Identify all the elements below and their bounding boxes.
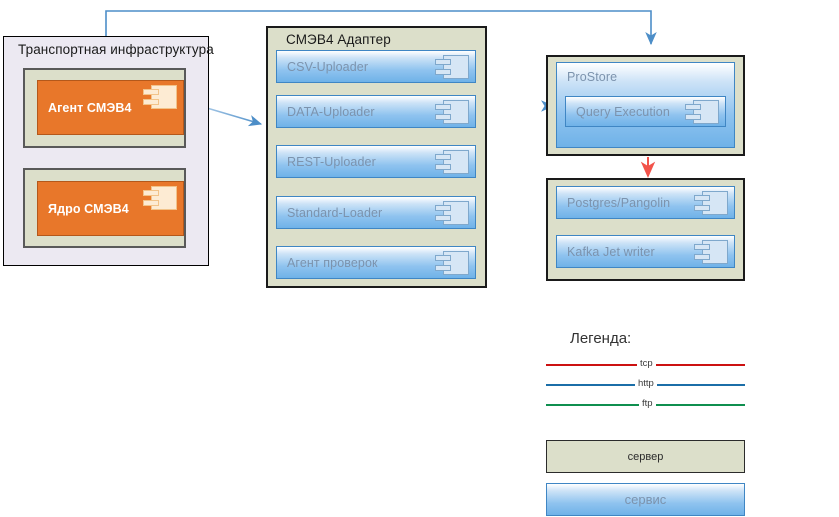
- legend-box-server: сервер: [546, 440, 745, 473]
- component-query-execution[interactable]: Query Execution: [565, 96, 726, 127]
- component-agent-smev4[interactable]: Агент СМЭВ4: [37, 80, 184, 135]
- uml-component-icon: [694, 191, 728, 215]
- component-rest-uploader[interactable]: REST-Uploader: [276, 145, 476, 178]
- legend-box-service: сервис: [546, 483, 745, 516]
- component-prostore-label: ProStore: [567, 70, 618, 84]
- component-data-uploader-label: DATA-Uploader: [287, 104, 375, 119]
- legend-line-ftp-label: ftp: [639, 399, 656, 409]
- legend-title: Легенда:: [570, 330, 632, 347]
- uml-component-icon: [694, 240, 728, 264]
- uml-component-icon: [143, 186, 177, 210]
- component-kafka-jet-writer[interactable]: Kafka Jet writer: [556, 235, 735, 268]
- component-data-uploader[interactable]: DATA-Uploader: [276, 95, 476, 128]
- uml-component-icon: [435, 100, 469, 124]
- component-standard-loader-label: Standard-Loader: [287, 205, 383, 220]
- component-rest-uploader-label: REST-Uploader: [287, 154, 376, 169]
- component-agent-proverok-label: Агент проверок: [287, 255, 378, 270]
- uml-component-icon: [143, 85, 177, 109]
- component-standard-loader[interactable]: Standard-Loader: [276, 196, 476, 229]
- uml-component-icon: [435, 201, 469, 225]
- component-agent-proverok[interactable]: Агент проверок: [276, 246, 476, 279]
- component-postgres-pangolin-label: Postgres/Pangolin: [567, 195, 671, 210]
- legend-line-http-label: http: [635, 379, 657, 389]
- component-kafka-jet-writer-label: Kafka Jet writer: [567, 244, 655, 259]
- component-postgres-pangolin[interactable]: Postgres/Pangolin: [556, 186, 735, 219]
- component-query-execution-label: Query Execution: [576, 104, 670, 119]
- server-transport-infrastructure-title: Транспортная инфраструктура: [18, 42, 214, 57]
- uml-component-icon: [435, 251, 469, 275]
- component-core-smev4[interactable]: Ядро СМЭВ4: [37, 181, 184, 236]
- component-agent-smev4-label: Агент СМЭВ4: [48, 100, 132, 115]
- component-core-smev4-label: Ядро СМЭВ4: [48, 201, 129, 216]
- uml-component-icon: [435, 55, 469, 79]
- server-smev4-adapter-title: СМЭВ4 Адаптер: [286, 32, 391, 47]
- uml-component-icon: [435, 150, 469, 174]
- legend-line-tcp-label: tcp: [637, 359, 656, 369]
- component-csv-uploader-label: CSV-Uploader: [287, 59, 369, 74]
- uml-component-icon: [685, 100, 719, 124]
- component-csv-uploader[interactable]: CSV-Uploader: [276, 50, 476, 83]
